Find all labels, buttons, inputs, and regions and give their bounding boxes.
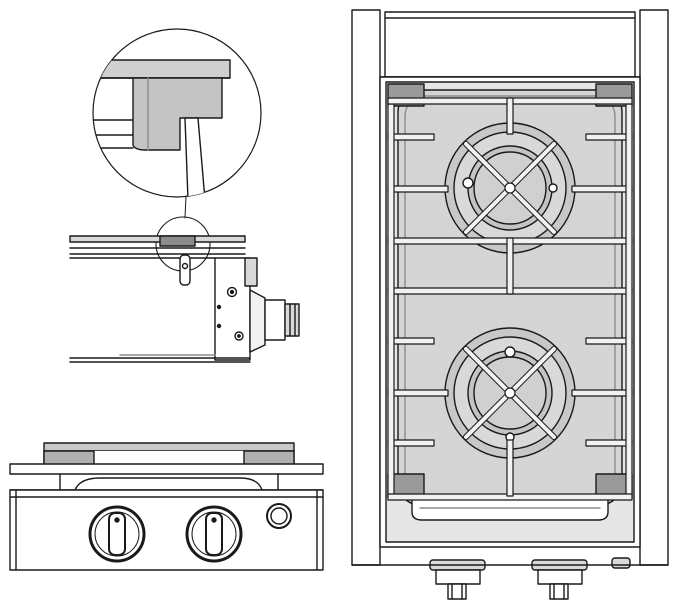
side-view [69,216,300,363]
pan-support-grate [387,97,633,501]
front-view [9,442,324,571]
detail-zoom-view [92,28,262,219]
knob-stem-right [531,559,588,600]
top-view [351,9,669,600]
knob-stem-left [429,559,486,600]
control-knob-left[interactable] [88,505,146,563]
ignition-stem [611,557,631,569]
ignition-button[interactable] [266,503,292,529]
control-knob-right[interactable] [185,505,243,563]
